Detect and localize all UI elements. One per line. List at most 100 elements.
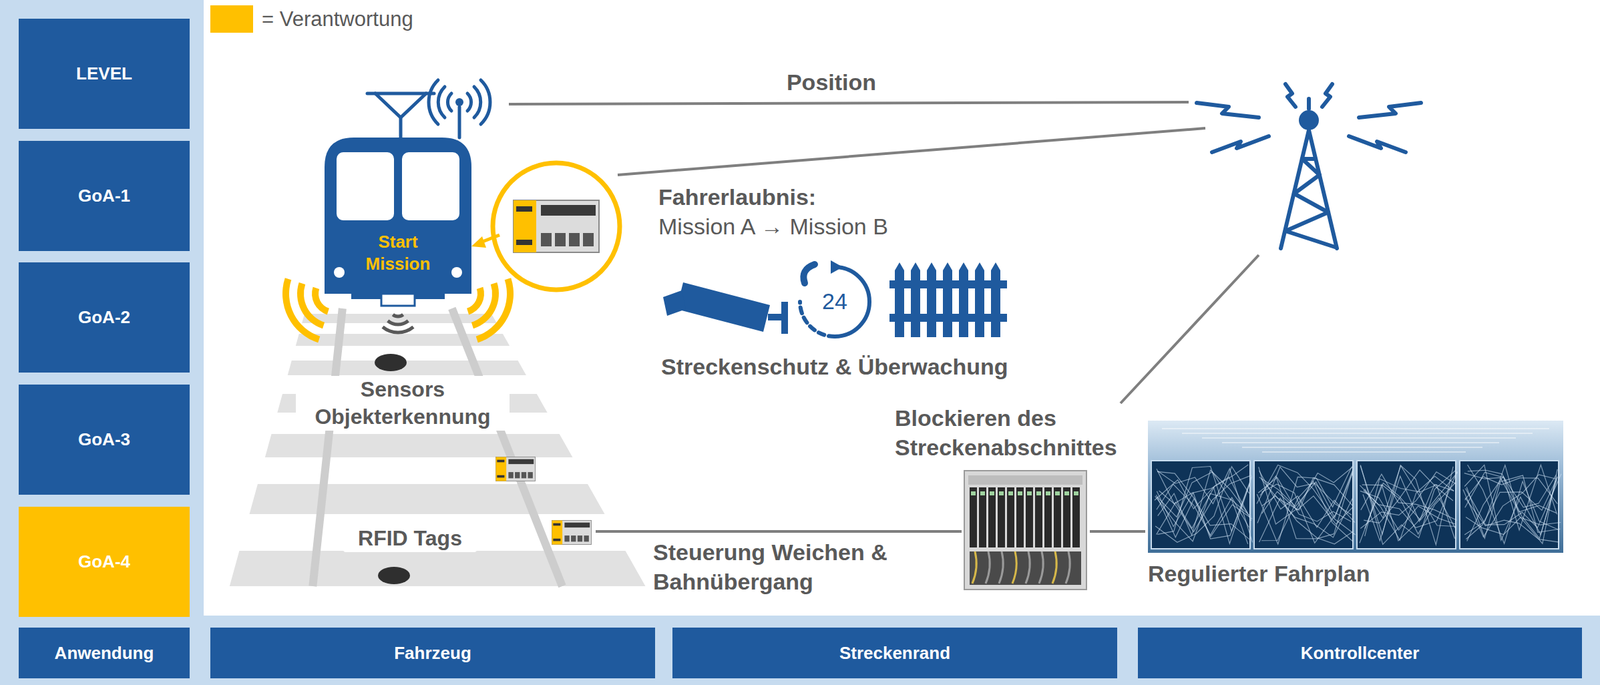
signal-wave <box>476 277 514 343</box>
wifi-symbol <box>428 80 439 125</box>
screen-trace <box>1466 475 1560 539</box>
wifi-symbol <box>467 93 472 111</box>
cable <box>1012 551 1017 584</box>
camera-icon <box>663 290 686 316</box>
screen-trace <box>1465 498 1560 543</box>
clock-24-icon <box>803 264 815 284</box>
leader-lines <box>508 102 1259 532</box>
rack-module <box>1007 487 1015 548</box>
rack-module <box>1063 487 1071 548</box>
column-header: Fahrzeug <box>210 627 656 679</box>
schematic-line <box>1262 451 1466 453</box>
signal-wave <box>471 282 499 329</box>
screen-trace <box>1261 481 1354 543</box>
rack-header <box>968 475 1083 485</box>
box-label: GoA-4 <box>78 550 131 573</box>
leader-lines <box>1120 255 1259 404</box>
fence-icon <box>958 262 969 338</box>
component-label: Sensors Objekterkennung <box>295 375 510 431</box>
signal-wave <box>381 325 415 335</box>
level-panel <box>0 0 204 685</box>
screen-trace <box>1259 472 1353 518</box>
screen-trace <box>1464 464 1558 541</box>
screen-trace <box>1156 494 1253 537</box>
screen-trace <box>1256 466 1352 545</box>
module-led <box>970 491 976 496</box>
radio-tower <box>1212 136 1269 153</box>
legend-text: = Verantwortung <box>261 7 414 32</box>
pantograph <box>458 106 462 138</box>
application-strip <box>0 615 1600 685</box>
module-led <box>1036 491 1042 496</box>
fence-icon <box>889 313 1008 322</box>
camera-icon <box>781 301 788 334</box>
track <box>229 308 646 587</box>
section-label: Blockieren des Streckenabschnittes <box>894 404 1136 463</box>
camera-icon <box>767 313 783 321</box>
module-led <box>980 491 985 496</box>
module-led <box>1055 491 1060 496</box>
screen-trace <box>1262 496 1354 538</box>
train-shell <box>324 137 472 294</box>
screen-trace <box>1157 470 1249 536</box>
module-led <box>1017 491 1023 496</box>
rack-module <box>969 487 977 548</box>
level-box: GoA-3 <box>18 384 190 495</box>
wifi-symbol <box>480 80 491 125</box>
cable <box>1025 551 1030 584</box>
monitor <box>1356 460 1456 549</box>
icon-number: 24 <box>814 287 855 317</box>
component-label: RFID Tags <box>343 524 477 553</box>
cable <box>1039 551 1044 584</box>
callout-arrow <box>471 235 500 248</box>
fence-icon <box>894 262 905 338</box>
fence-icon <box>926 262 937 338</box>
track-sleeper <box>287 360 527 376</box>
leader-lines <box>617 128 1206 175</box>
tower-head <box>1298 110 1319 131</box>
module-led <box>989 491 995 496</box>
screen-trace <box>1364 466 1457 527</box>
screen-trace <box>1155 466 1249 543</box>
screen-trace <box>1157 471 1250 539</box>
rack-frame <box>964 470 1087 590</box>
signal-wave <box>297 282 325 329</box>
box-label: Fahrzeug <box>393 642 472 665</box>
signal-wave <box>282 277 320 343</box>
leader-lines <box>1089 530 1146 533</box>
rack-module <box>1035 487 1043 548</box>
annotation-heading: Fahrerlaubnis: <box>658 182 817 213</box>
annotation-text: Mission A → Mission B <box>658 212 889 242</box>
screen-trace <box>1262 491 1354 525</box>
radio-tower <box>1306 98 1311 109</box>
screen-trace <box>1465 476 1558 505</box>
pantograph <box>399 117 403 138</box>
leader-lines <box>595 530 962 533</box>
module-led <box>998 491 1004 496</box>
column-header: Kontrollcenter <box>1137 627 1582 679</box>
screen-trace <box>1364 478 1456 539</box>
rack-module <box>1025 487 1034 548</box>
schematic-line <box>1222 442 1500 444</box>
headlight <box>451 267 463 278</box>
rail <box>312 308 343 587</box>
fence-icon <box>889 280 1008 289</box>
fence-icon <box>942 262 953 338</box>
controller-device <box>495 457 535 482</box>
screen-trace <box>1465 477 1558 540</box>
callout-arrow <box>471 236 487 248</box>
track-sleeper <box>265 434 573 458</box>
section-label: Regulierter Fahrplan <box>1147 559 1371 589</box>
train-window <box>336 152 394 221</box>
level-box: GoA-1 <box>18 140 190 252</box>
cable <box>985 551 990 584</box>
screen-trace <box>1360 464 1457 545</box>
camera-icon <box>676 282 770 332</box>
cable-area <box>969 551 1082 585</box>
wifi-symbol <box>474 86 481 118</box>
rack-module <box>988 487 996 548</box>
module-led <box>1045 491 1051 496</box>
section-label: Streckenschutz & Überwachung <box>661 352 1009 382</box>
signal-wave <box>391 313 405 318</box>
rack-module <box>1053 487 1062 548</box>
